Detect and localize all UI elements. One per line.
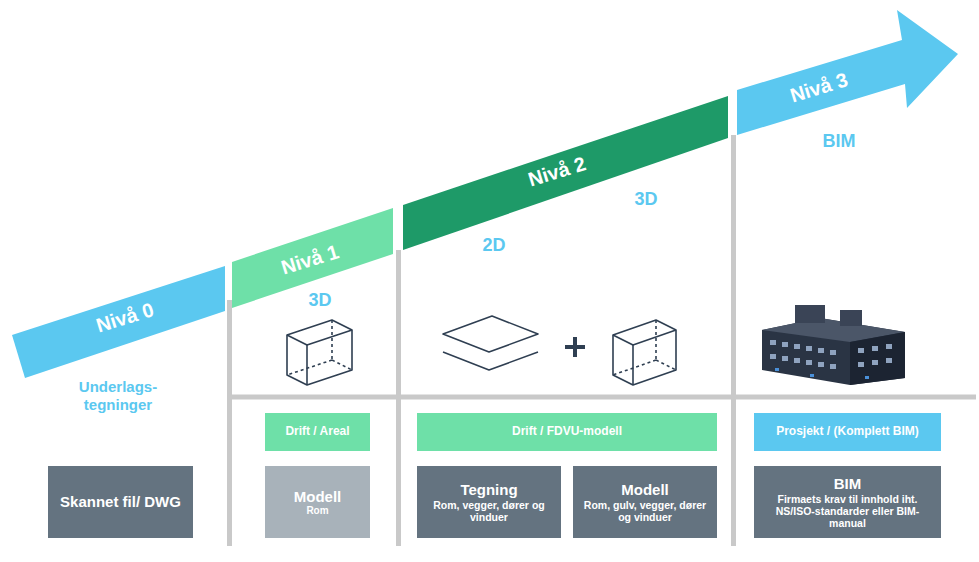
box-detail: Firmaets krav til innhold iht. NS/ISO-st… <box>760 493 935 529</box>
level-arrow: Nivå 3 <box>737 8 959 136</box>
box-title: Modell <box>294 488 342 505</box>
box-title: Drift / FDVU-modell <box>512 425 622 439</box>
category-box: Drift / Areal <box>265 413 370 451</box>
level-label: BIM <box>814 131 864 153</box>
box-title: Modell <box>621 481 669 498</box>
content-box: TegningRom, vegger, dører og vinduer <box>417 466 561 538</box>
box-title: Tegning <box>460 481 517 498</box>
box-title: Skannet fil/ DWG <box>60 493 181 510</box>
level-label: Underlags- tegninger <box>63 378 173 414</box>
level-label: 3D <box>300 290 340 312</box>
category-box: Drift / FDVU-modell <box>417 413 717 451</box>
band-fill <box>403 96 728 250</box>
box-detail: Rom, gulv, vegger, dører og vinduer <box>579 499 711 523</box>
content-box: ModellRom <box>265 466 370 538</box>
level-band: Nivå 0 <box>12 266 226 379</box>
box-detail: Rom <box>306 505 328 517</box>
content-box: BIMFirmaets krav til innhold iht. NS/ISO… <box>754 466 941 538</box>
level-label: 3D <box>626 189 666 211</box>
band-fill <box>12 266 225 378</box>
content-box: ModellRom, gulv, vegger, dører og vindue… <box>573 466 717 538</box>
level-label: 2D <box>474 235 514 257</box>
level-band: Nivå 2 <box>403 96 729 251</box>
category-box: Prosjekt / (Komplett BIM) <box>754 413 941 451</box>
band-fill <box>737 10 958 135</box>
band-shape <box>737 8 959 136</box>
box-title: BIM <box>834 475 862 492</box>
box-title: Prosjekt / (Komplett BIM) <box>776 425 919 439</box>
source-box: Skannet fil/ DWG <box>48 466 193 538</box>
box-detail: Rom, vegger, dører og vinduer <box>423 499 555 523</box>
box-title: Drift / Areal <box>285 425 349 439</box>
